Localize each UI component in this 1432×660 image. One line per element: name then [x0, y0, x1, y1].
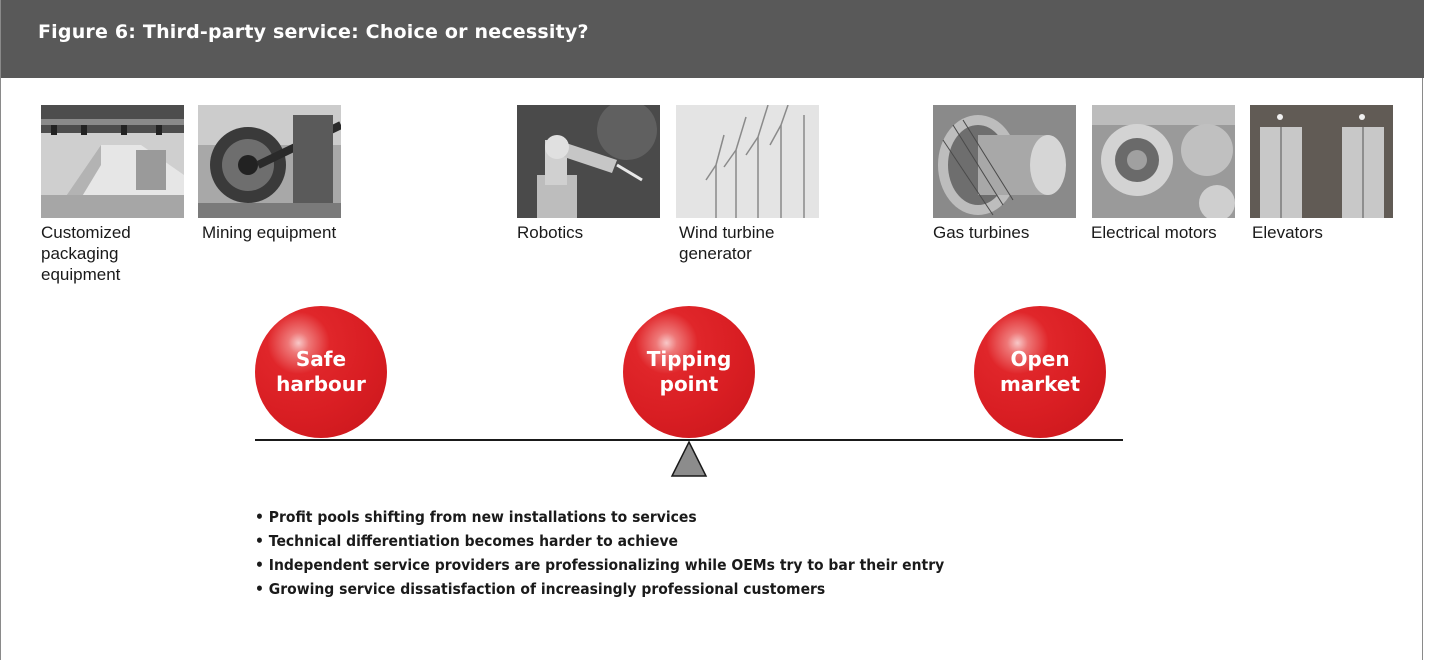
caption-text: Mining equipment: [202, 223, 337, 242]
caption-packaging: Customized packaging equipment: [41, 222, 131, 285]
stage-safe-harbour: Safe harbour: [255, 306, 387, 438]
caption-mining: Mining equipment: [202, 222, 336, 243]
caption-robotics: Robotics: [517, 222, 583, 243]
gas-turbine-rotor-photo: [933, 105, 1076, 218]
caption-text: Electrical motors: [1091, 223, 1217, 242]
caption-text: Customized packaging equipment: [41, 223, 131, 284]
stage-label: Tipping point: [646, 347, 732, 396]
packaging-line-photo: [41, 105, 184, 218]
stage-label: Open market: [999, 347, 1081, 396]
list-item: Profit pools shifting from new installat…: [255, 505, 944, 529]
list-item: Growing service dissatisfaction of incre…: [255, 577, 944, 601]
list-item: Technical differentiation becomes harder…: [255, 529, 944, 553]
stage-label: Safe harbour: [276, 347, 366, 396]
fulcrum-triangle-icon: [670, 440, 708, 477]
caption-text: Gas turbines: [933, 223, 1030, 242]
electric-motors-photo: [1092, 105, 1235, 218]
bucket-wheel-excavator-photo: [198, 105, 341, 218]
figure-header: Figure 6: Third-party service: Choice or…: [1, 0, 1424, 78]
balance-beam: [255, 439, 1123, 441]
list-item: Independent service providers are profes…: [255, 553, 944, 577]
caption-motors: Electrical motors: [1091, 222, 1217, 243]
figure-title: Figure 6: Third-party service: Choice or…: [38, 21, 589, 43]
caption-text: Wind turbine generator: [679, 223, 775, 263]
caption-text: Elevators: [1252, 223, 1323, 242]
caption-gas: Gas turbines: [933, 222, 1029, 243]
stage-open-market: Open market: [974, 306, 1106, 438]
elevator-doors-photo: [1250, 105, 1393, 218]
wind-turbines-photo: [676, 105, 819, 218]
caption-elevators: Elevators: [1252, 222, 1323, 243]
caption-text: Robotics: [517, 223, 584, 242]
drivers-list: Profit pools shifting from new installat…: [255, 505, 1021, 601]
stage-tipping-point: Tipping point: [623, 306, 755, 438]
industrial-robot-arm-photo: [517, 105, 660, 218]
caption-wind: Wind turbine generator: [679, 222, 774, 264]
